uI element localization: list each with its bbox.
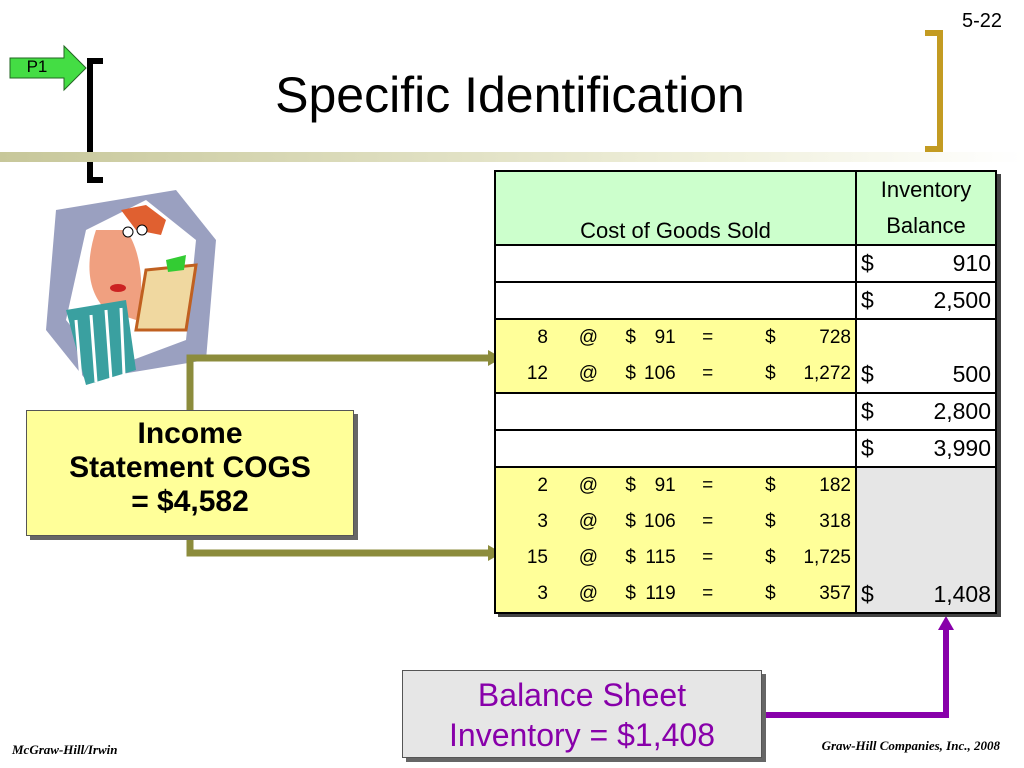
table-row: $910 bbox=[494, 244, 997, 283]
balance-sheet-inventory-box: Balance Sheet Inventory = $1,408 bbox=[402, 670, 762, 758]
header-inventory-line1: Inventory bbox=[880, 177, 972, 202]
cost-line: 2@$91=$182 bbox=[537, 475, 851, 496]
cost-line: 12@$106=$1,272 bbox=[526, 363, 851, 384]
p1-label: P1 bbox=[26, 57, 48, 76]
left-bracket-decoration bbox=[87, 58, 103, 183]
inventory-cell: $500 bbox=[855, 318, 997, 394]
cogs-cell-empty bbox=[494, 429, 857, 468]
header-inventory-line2: Balance bbox=[886, 213, 966, 238]
inventory-cell: $2,500 bbox=[855, 281, 997, 320]
footer-publisher: McGraw-Hill/Irwin bbox=[12, 742, 118, 757]
slide-title: Specific Identification bbox=[275, 67, 745, 123]
inventory-cell: $2,800 bbox=[855, 392, 997, 431]
footer-copyright: Graw-Hill Companies, Inc., 2008 bbox=[821, 738, 1000, 753]
cost-of-goods-table: Cost of Goods Sold Inventory Balance $91… bbox=[494, 170, 997, 614]
cost-line: 3@$106=$318 bbox=[537, 511, 851, 532]
cogs-cell-empty bbox=[494, 244, 857, 283]
p1-arrow-badge[interactable] bbox=[8, 44, 88, 92]
balance-box-line1: Balance Sheet bbox=[477, 677, 687, 713]
confused-person-illustration bbox=[46, 190, 216, 385]
slide-number: 5-22 bbox=[962, 10, 1003, 32]
cogs-cell-empty bbox=[494, 281, 857, 320]
income-box-line3: = $4,582 bbox=[131, 485, 249, 518]
sale2-lines: 2@$91=$182 3@$106=$318 15@$115=$1,725 3@… bbox=[496, 468, 855, 612]
sale1-lines: 8@$91=$728 12@$106=$1,272 bbox=[496, 320, 855, 392]
right-bracket-decoration bbox=[925, 30, 943, 152]
table-row: $3,990 bbox=[494, 429, 997, 468]
cost-line: 15@$115=$1,725 bbox=[526, 547, 851, 568]
table-row: 8@$91=$728 12@$106=$1,272 $500 bbox=[494, 318, 997, 394]
cogs-cell-empty bbox=[494, 392, 857, 431]
income-box-line1: Income bbox=[137, 417, 243, 450]
balance-box-line2: Inventory = $1,408 bbox=[449, 717, 715, 753]
header-cogs: Cost of Goods Sold bbox=[494, 170, 857, 246]
table-row: 2@$91=$182 3@$106=$318 15@$115=$1,725 3@… bbox=[494, 466, 997, 614]
header-inventory-balance: Inventory Balance bbox=[855, 170, 997, 246]
income-statement-cogs-box: Income Statement COGS = $4,582 bbox=[26, 410, 354, 536]
cost-line: 3@$119=$357 bbox=[537, 583, 851, 604]
table-row: $2,500 bbox=[494, 281, 997, 320]
inventory-cell: $910 bbox=[855, 244, 997, 283]
cost-table-container: Cost of Goods Sold Inventory Balance $91… bbox=[494, 170, 1000, 616]
inventory-cell: $1,408 bbox=[855, 466, 997, 614]
table-row: $2,800 bbox=[494, 392, 997, 431]
cost-line: 8@$91=$728 bbox=[537, 327, 851, 348]
title-underline bbox=[0, 152, 1024, 162]
cogs-sale1-cell: 8@$91=$728 12@$106=$1,272 bbox=[494, 318, 857, 394]
inventory-cell: $3,990 bbox=[855, 429, 997, 468]
income-box-line2: Statement COGS bbox=[69, 451, 311, 484]
cogs-sale2-cell: 2@$91=$182 3@$106=$318 15@$115=$1,725 3@… bbox=[494, 466, 857, 614]
